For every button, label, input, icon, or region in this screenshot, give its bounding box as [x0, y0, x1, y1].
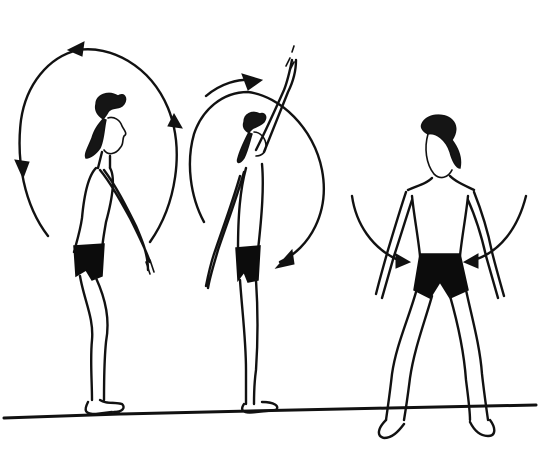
raised-arm [256, 60, 296, 152]
shorts [74, 244, 104, 280]
neck [98, 152, 110, 168]
arrowhead-icon [242, 74, 262, 90]
arc-motion-3 [352, 196, 526, 260]
figure-arm-circles-side [15, 42, 182, 414]
arrowhead-icon [68, 42, 84, 56]
arrowhead-icon [276, 250, 294, 268]
arrowhead-icon [396, 254, 410, 268]
feet [379, 420, 494, 438]
shorts [414, 254, 468, 298]
feet [86, 400, 124, 414]
arrowhead-icon [464, 254, 478, 268]
leg-right [450, 290, 488, 420]
leg [240, 280, 258, 404]
leg [80, 276, 108, 400]
leg-left [386, 292, 432, 420]
shorts [236, 246, 260, 282]
figure-one-arm-raised [190, 46, 324, 413]
arrowhead-icon [15, 160, 29, 178]
arm-left [376, 192, 412, 298]
torso [412, 196, 468, 256]
head [104, 117, 126, 153]
figure-wide-stance-front [352, 115, 526, 438]
